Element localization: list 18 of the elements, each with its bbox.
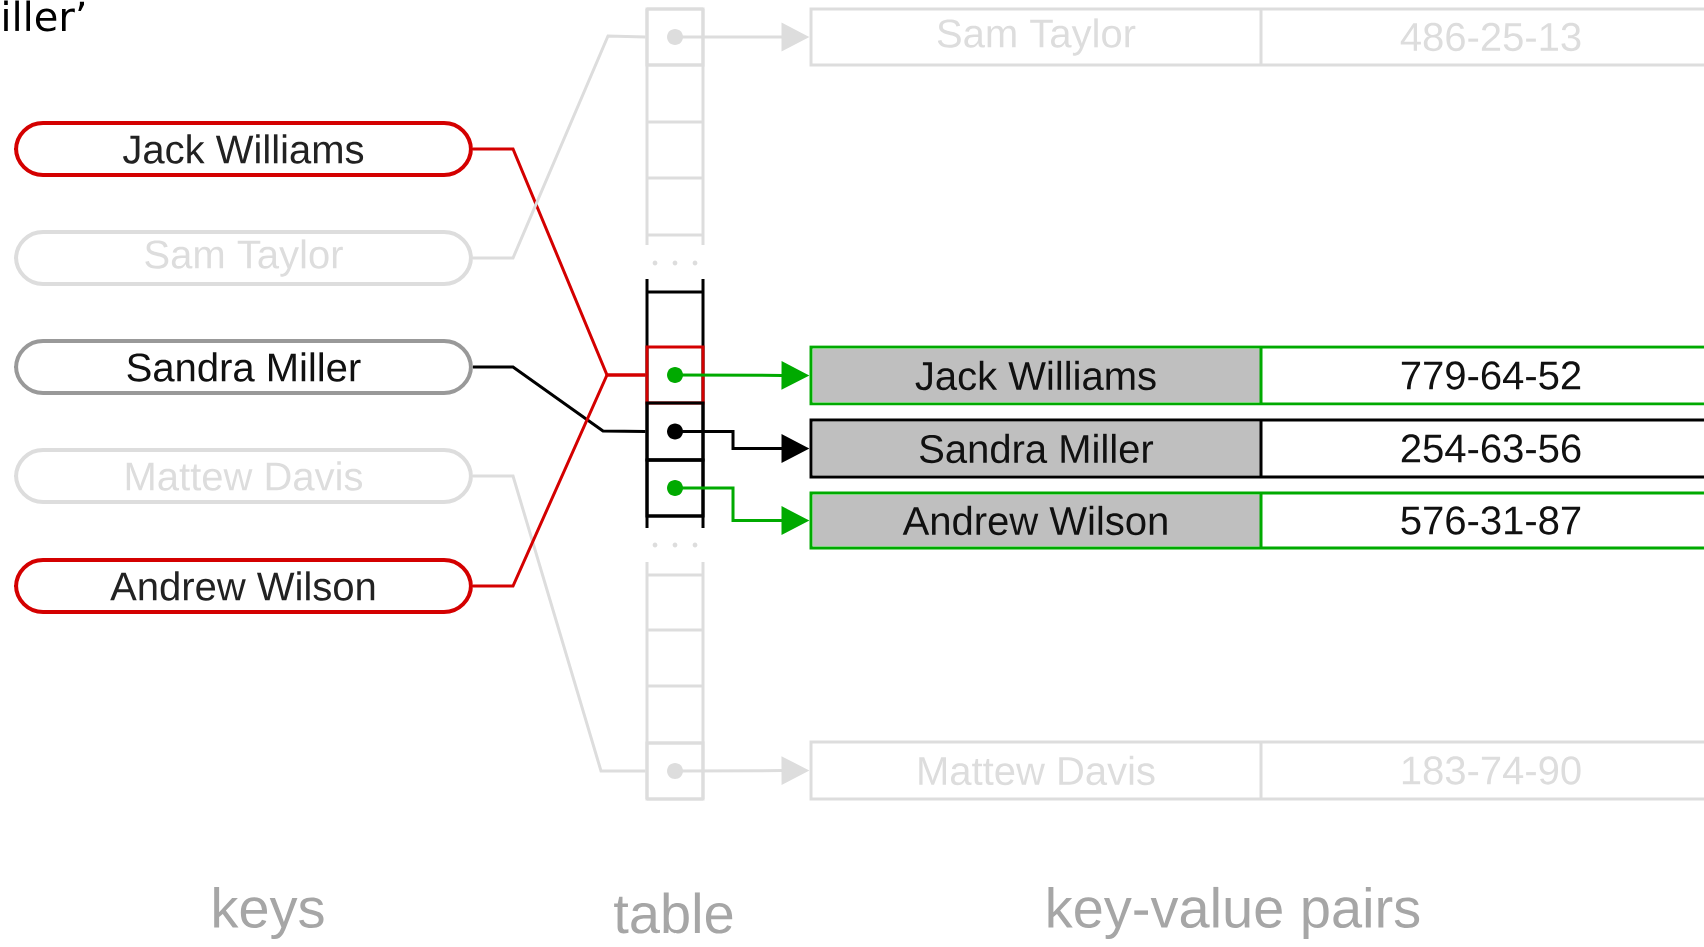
key-line: [473, 474, 646, 773]
key-pill: Sandra Miller: [14, 339, 473, 395]
key-line: [473, 34, 646, 260]
table-slot: [645, 741, 705, 801]
table-slot: [645, 401, 705, 462]
table-slot: [645, 458, 705, 518]
key-pill: Andrew Wilson: [14, 558, 473, 614]
table-slot: [645, 7, 705, 67]
column-label: keys: [214, 886, 324, 940]
key-value-row: Sandra Miller 254-63-56: [809, 418, 1704, 479]
key-line: [473, 373, 646, 588]
column-label: table: [614, 892, 733, 934]
column-label: key-value pairs: [1048, 886, 1420, 940]
key-pill: Jack Williams: [14, 121, 473, 177]
key-line: [473, 365, 646, 433]
key-value-row: Jack Williams 779-64-52: [809, 345, 1704, 406]
cut-off-text: iller’: [4, 0, 84, 32]
key-value-row: Andrew Wilson 576-31-87: [809, 491, 1704, 550]
